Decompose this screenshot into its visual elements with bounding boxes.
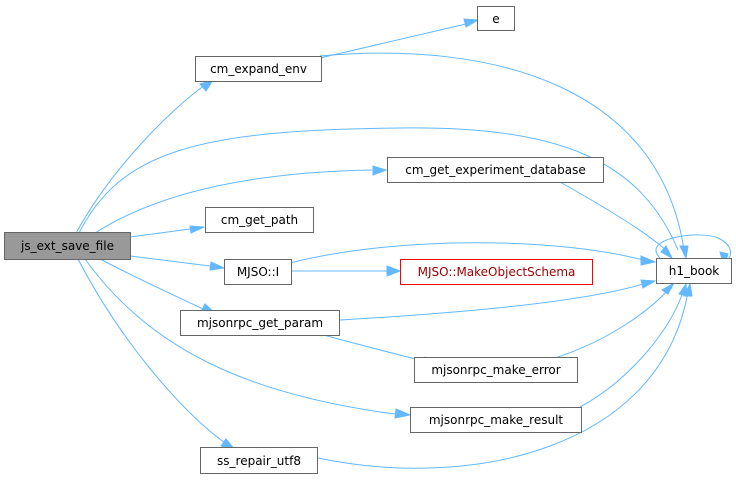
- edge-root-mjso_i: [129, 255, 211, 267]
- node-e[interactable]: e: [477, 6, 515, 31]
- edge-mjso_i-h1_book: [289, 242, 644, 264]
- arrowhead-h1_book-top: [679, 245, 689, 260]
- node-mjsonrpc_make_error[interactable]: mjsonrpc_make_error: [414, 357, 578, 383]
- edge-h1_book-self: [655, 234, 731, 263]
- arrowhead-h1_book-left: [640, 255, 657, 266]
- edge-ss_repair_utf8-h1_book: [317, 291, 689, 469]
- arrowhead-cm_get_experiment_database: [372, 165, 388, 176]
- arrowhead-cm_expand_env: [199, 79, 215, 92]
- node-cm_expand_env[interactable]: cm_expand_env: [195, 56, 322, 82]
- arrowhead-cm_get_path: [189, 225, 205, 234]
- node-mjso_i[interactable]: MJSO::I: [224, 259, 292, 285]
- arrowhead-make_object_schema: [386, 265, 402, 277]
- edge-root-cm_expand_env: [74, 84, 206, 236]
- edge-mjsonrpc_get_param-make_error: [319, 333, 424, 362]
- arrowhead-h1_book-bottom-right: [683, 282, 693, 297]
- arrowhead-mjsonrpc_make_result: [394, 408, 412, 419]
- node-js_ext_save_file: js_ext_save_file: [4, 232, 131, 260]
- node-ss_repair_utf8[interactable]: ss_repair_utf8: [200, 447, 318, 474]
- node-cm_get_path[interactable]: cm_get_path: [205, 207, 314, 233]
- arrowhead-h1_book-lower-left: [640, 279, 657, 289]
- edge-root-cm_get_path: [129, 228, 191, 238]
- arrowhead-mjso_i: [209, 261, 226, 271]
- node-cm_get_experiment_database[interactable]: cm_get_experiment_database: [387, 157, 604, 183]
- edge-cm_get_experiment_database-h1_book: [559, 181, 669, 253]
- edge-root-cm_get_experiment_database: [91, 169, 373, 236]
- arrowhead-h1_book-bottom-left: [661, 281, 676, 295]
- edge-mjsonrpc_get_param-h1_book: [339, 283, 644, 321]
- edge-root-mjsonrpc_make_result: [84, 258, 396, 415]
- arrowhead-e: [463, 18, 480, 28]
- edge-cm_expand_env-h1_book: [319, 52, 685, 251]
- node-mjso_make_object_schema[interactable]: MJSO::MakeObjectSchema: [400, 259, 593, 285]
- node-h1_book[interactable]: h1_book: [656, 258, 732, 284]
- edge-mjsonrpc_make_error-h1_book: [554, 289, 669, 359]
- edge-root-ss_repair_utf8: [77, 258, 226, 444]
- edge-root-h1_book-top: [77, 127, 679, 251]
- arrowhead-h1_book-top-left: [660, 245, 674, 260]
- edge-cm_expand_env-e: [319, 23, 467, 59]
- node-mjsonrpc_get_param[interactable]: mjsonrpc_get_param: [180, 310, 340, 336]
- node-mjsonrpc_make_result[interactable]: mjsonrpc_make_result: [410, 407, 582, 433]
- edge-mjsonrpc_make_result-h1_book: [579, 291, 684, 408]
- edge-root-mjsonrpc_get_param: [99, 258, 204, 310]
